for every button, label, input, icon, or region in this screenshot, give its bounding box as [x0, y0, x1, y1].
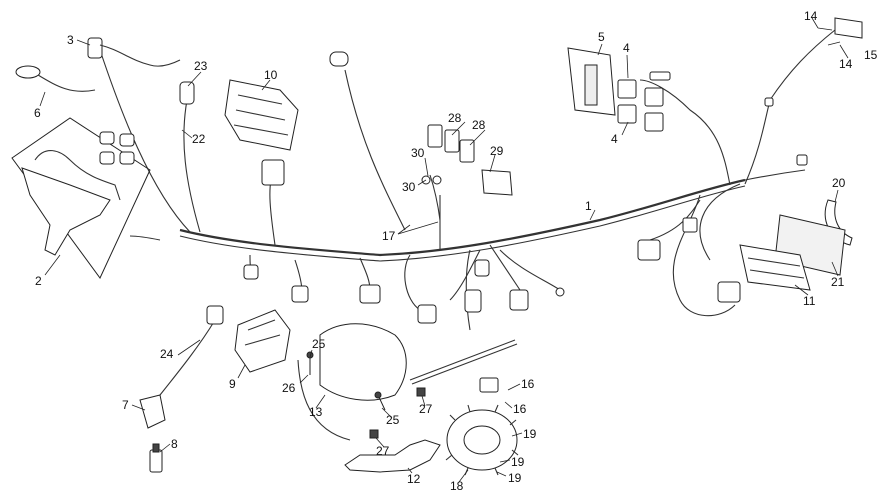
label-27b: 27	[376, 444, 390, 458]
spark-plug-8	[149, 443, 163, 473]
center-connectors	[243, 259, 565, 324]
label-24: 24	[160, 347, 174, 361]
label-4a: 4	[623, 41, 630, 55]
label-26: 26	[282, 381, 296, 395]
label-1: 1	[585, 199, 592, 213]
label-19c: 19	[508, 471, 522, 485]
label-19b: 19	[511, 455, 525, 469]
label-27a: 27	[419, 402, 433, 416]
spark-cap-7	[139, 394, 166, 429]
hv-lead-24	[159, 305, 224, 396]
label-12: 12	[407, 472, 421, 486]
label-17: 17	[382, 229, 396, 243]
connector-23	[179, 81, 195, 105]
bracket-12	[344, 439, 441, 473]
part-labels: 1 2 3 4 4 5 6 7 8 9 10 11 12 13 14 14 15…	[34, 9, 878, 493]
fuse-box-5	[567, 47, 616, 116]
label-3: 3	[67, 33, 74, 47]
cdi-unit-10	[224, 79, 299, 186]
connector-3	[87, 37, 181, 67]
regulator-11	[739, 244, 811, 291]
stator-cover-13	[297, 323, 407, 441]
label-13: 13	[309, 405, 323, 419]
label-15: 15	[864, 48, 878, 62]
wire-loop-6	[15, 65, 96, 92]
stator-18	[445, 377, 519, 476]
ignition-coil-9	[234, 309, 291, 373]
label-2: 2	[35, 274, 42, 288]
label-16b: 16	[513, 402, 527, 416]
label-19a: 19	[523, 427, 537, 441]
label-30b: 30	[402, 180, 416, 194]
label-25a: 25	[312, 337, 326, 351]
label-14b: 14	[839, 57, 853, 71]
label-7: 7	[122, 398, 129, 412]
label-22: 22	[192, 132, 206, 146]
label-11: 11	[803, 294, 816, 308]
label-6: 6	[34, 106, 41, 120]
label-20: 20	[832, 176, 846, 190]
headlight-assembly-box	[11, 117, 151, 279]
label-4b: 4	[611, 132, 618, 146]
right-connectors	[637, 97, 808, 303]
label-30a: 30	[411, 146, 425, 160]
bolts	[306, 351, 426, 439]
strap-20	[824, 199, 853, 246]
label-14a: 14	[804, 9, 818, 23]
label-10: 10	[264, 68, 278, 82]
relays-4	[617, 71, 671, 132]
connector-15	[817, 17, 863, 46]
label-29: 29	[490, 144, 504, 158]
label-28a: 28	[448, 111, 462, 125]
label-18: 18	[450, 479, 464, 493]
label-16a: 16	[521, 377, 535, 391]
leader-lines	[39, 17, 849, 483]
label-8: 8	[171, 437, 178, 451]
relay-cluster-28-29	[427, 124, 513, 196]
label-21: 21	[831, 275, 845, 289]
label-9: 9	[229, 377, 236, 391]
label-25b: 25	[386, 413, 400, 427]
terminal-cap	[329, 51, 349, 67]
label-28b: 28	[472, 118, 486, 132]
label-23: 23	[194, 59, 208, 73]
ground-wire	[421, 174, 442, 221]
label-5: 5	[598, 30, 605, 44]
ground-strap	[409, 339, 518, 385]
